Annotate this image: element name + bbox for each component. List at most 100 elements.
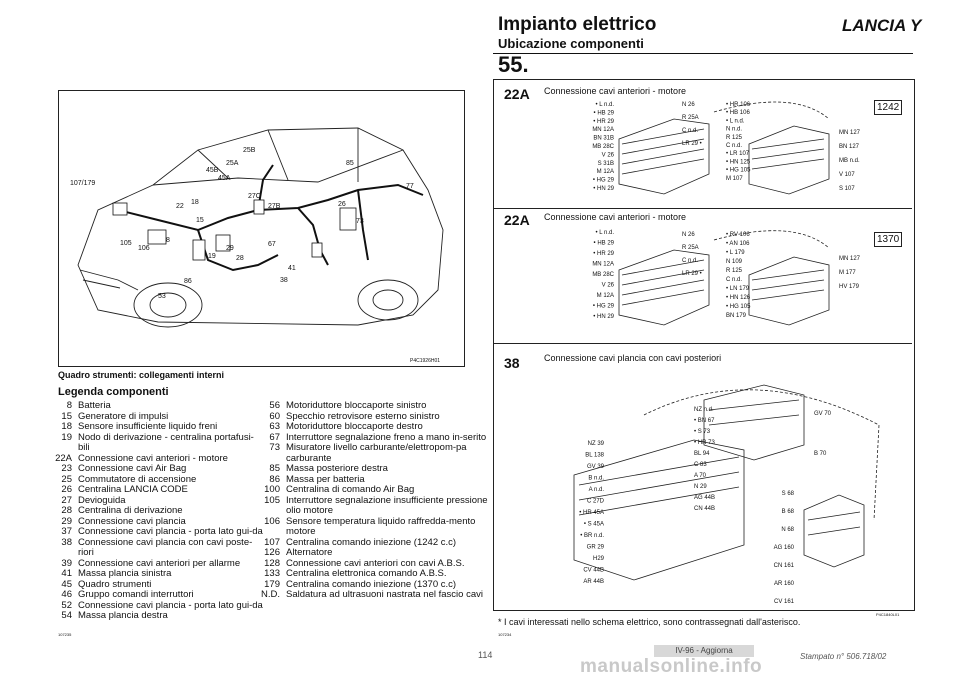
legend-title: Legenda componenti [58,386,169,398]
pin-label: M 107 [726,176,743,182]
legend-item-number: 46 [61,589,72,600]
pin-label: NZ 39 [588,441,605,447]
brand-label: LANCIA Y [842,16,922,35]
car-wiring-illustration: 107/179 105 106 8 22 18 15 19 29 28 25B … [70,127,444,328]
legend-item-number: 27 [61,494,72,506]
connector-id: 38 [504,355,520,371]
legend-item-text: Connessione cavi anteriori per allarme [78,557,241,569]
legend-item-text: Commutatore di accensione [78,473,197,485]
figure-caption: Quadro strumenti: collegamenti interni [58,370,225,380]
connector-id: 22A [504,212,530,228]
car-label: 105 [120,240,132,247]
pin-label: • LN 179 [726,286,750,292]
car-label: 25B [243,147,256,154]
footnote: * I cavi interessati nello schema elettr… [498,617,801,627]
pin-label: B n.d. [588,476,604,482]
pin-label: AG 160 [774,545,795,551]
car-label: 67 [268,241,276,248]
pin-label: • L n.d. [726,118,745,124]
pin-label: A 70 [694,473,707,479]
pin-label: • HR 29 [593,251,614,257]
section-subtitle: Ubicazione componenti [498,36,644,51]
legend-item-number: 107 [264,536,280,548]
pin-label: • HR 106 [726,102,751,108]
legend-item-number: 106 [264,515,280,527]
legend-item-number: 8 [66,400,72,411]
pin-label: • HB 29 [594,110,615,116]
pin-label: AG 44B [694,495,715,501]
car-label: 19 [208,253,216,260]
page-number-footer: 114 [478,650,493,660]
pin-label: M 12A [597,293,614,299]
pin-label: N 109 [726,259,743,265]
car-label: 45B [206,167,219,174]
legend-item: N.D.Saldatura ad ultrasuoni nastrata nel… [252,589,490,601]
pin-label: R 125 [726,135,743,141]
legend-item-text: Connessione cavi anteriori con cavi A.B.… [286,557,465,569]
legend-item: 54 Massa plancia destra [44,610,264,622]
car-label: 85 [346,160,354,167]
legend-item-number: 28 [61,505,72,516]
legend-item-number: 26 [61,484,72,495]
pin-label: CN 44B [694,506,715,512]
pin-label: MN 12A [592,127,614,133]
pin-label: LR 29 • [682,141,702,147]
legend-item-text: Centralina elettronica comando A.B.S. [286,568,447,579]
car-label: 22 [176,203,184,210]
legend-item-number: 18 [61,421,72,432]
page-code-small: 107234 [498,632,512,637]
pin-label: GR 29 [587,545,605,551]
car-label: 26 [338,201,346,208]
legend-item-number: 39 [61,557,72,569]
pin-label: CV 161 [774,599,795,605]
pin-label: • HG 29 [593,178,615,184]
legend-item-text: Centralina comando iniezione (1242 c.c) [286,536,457,548]
car-label: 77 [406,183,414,190]
legend-item-number: 54 [61,610,72,621]
page-number-heading: 55. [498,52,529,77]
car-callouts: 107/179 105 106 8 22 18 15 19 29 28 25B … [70,147,414,300]
car-label: 41 [288,265,296,272]
pin-label: A n.d. [589,487,605,493]
pin-label: MB 28C [592,144,614,150]
pin-label: R 25A [682,245,699,251]
header-rule [493,53,913,54]
engine-code-box: 1370 [874,232,903,247]
legend-item-text: Massa posteriore destra [286,463,388,474]
pin-label: MB 28C [592,272,614,278]
pin-label: S 31B [598,161,614,167]
pin-label: • L n.d. [595,230,614,236]
car-label: 8 [166,237,170,244]
legend-item-text: Connessione cavi plancia [78,515,186,527]
legend-item-text: Centralina comando iniezione (1370 c.c) [286,578,457,590]
pin-label: AR 44B [583,579,604,585]
pin-label: HV 179 [839,284,860,290]
legend-item-text: Specchio retrovisore esterno sinistro [286,410,440,422]
pin-label: • BN 67 [694,418,715,424]
pin-label: • HN 125 [726,159,751,165]
legend-item-number: 52 [61,599,72,611]
pin-label: MB n.d. [839,158,860,164]
pin-label: • HR 45A [579,510,604,516]
legend-item-text: Connessione cavi plancia - porta lato gu… [78,526,263,537]
legend-item-text: Massa plancia destra [78,610,168,621]
pin-label: S 107 [839,186,855,192]
legend-item-text: Misuratore livello carburante/elettropom… [286,442,467,464]
